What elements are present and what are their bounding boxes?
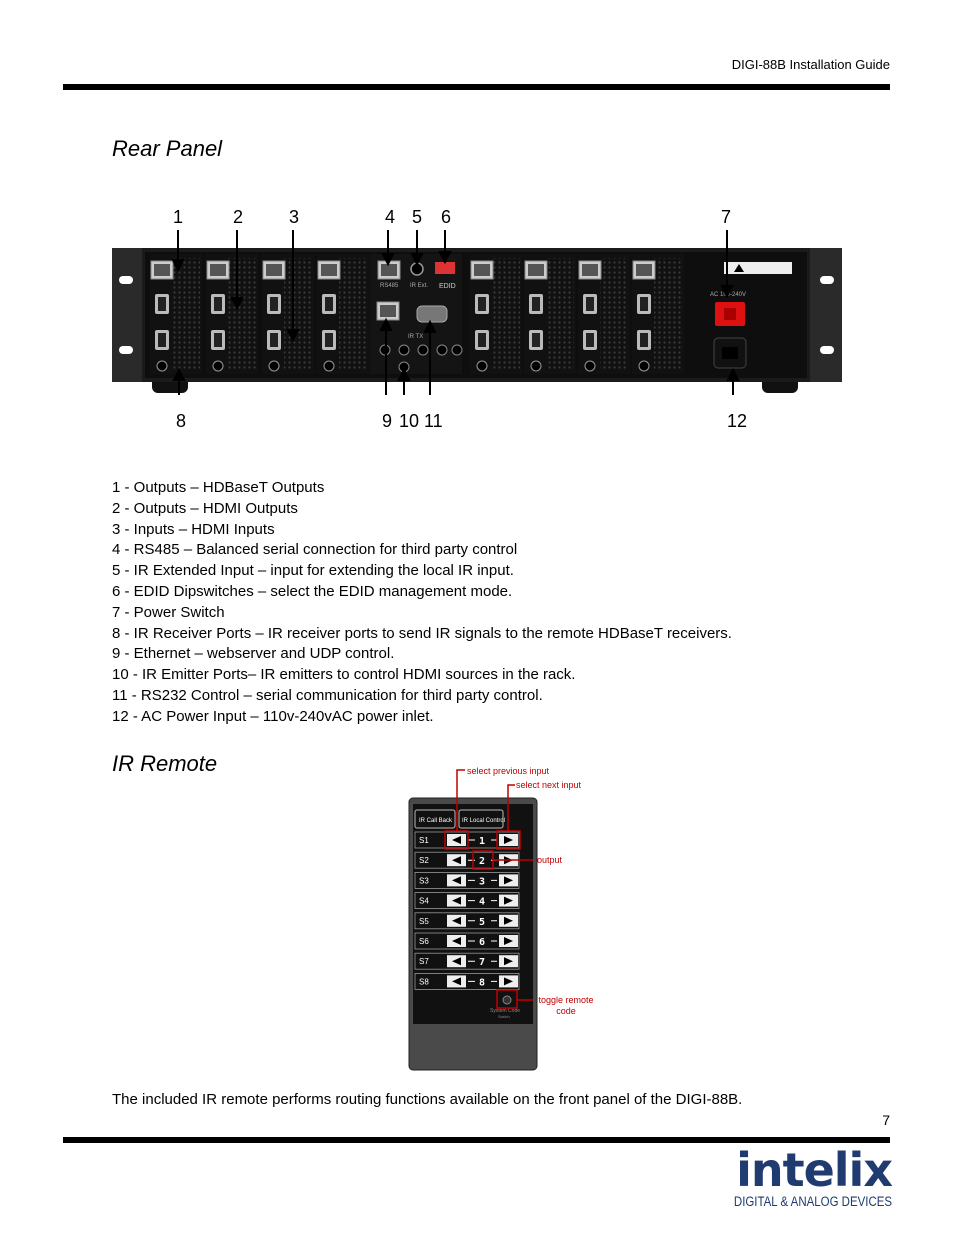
legend-item: 4 - RS485 – Balanced serial connection f… [112, 541, 518, 559]
callout-9: 9 [382, 411, 393, 431]
rear-panel-legend: 1 - Outputs – HDBaseT Outputs 2 - Output… [112, 478, 732, 728]
callout-2: 2 [233, 207, 244, 227]
ir-call-back-button[interactable]: IR Call Back [419, 818, 453, 824]
label-select-next-input: select next input [516, 780, 582, 790]
remote-output-label: S2 [419, 856, 429, 865]
legend-item: 9 - Ethernet – webserver and UDP control… [112, 645, 395, 663]
right-arrow-icon [504, 896, 513, 905]
callout-8: 8 [176, 411, 187, 431]
header-rule [63, 84, 890, 90]
remote-caption: The included IR remote performs routing … [112, 1091, 743, 1108]
legend-item: 7 - Power Switch [112, 603, 225, 621]
callout-4: 4 [385, 207, 396, 227]
page-number: 7 [882, 1112, 890, 1128]
callout-10: 10 [399, 411, 420, 431]
remote-input-number: 5 [479, 917, 485, 928]
rear-panel-illustration: RS485 IR Ext. EDID IR TX AC 100-240V [112, 230, 842, 395]
ir-remote-illustration: IR Call Back IR Local Control S1 1S2 2S3 3S… [408, 769, 538, 1071]
legend-item: 5 - IR Extended Input – input for extend… [112, 562, 514, 580]
remote-output-label: S1 [419, 836, 429, 845]
left-arrow-icon [452, 836, 461, 844]
remote-input-number: 4 [479, 897, 485, 908]
document-title: DIGI-88B Installation Guide [731, 57, 890, 72]
remote-output-label: S7 [419, 957, 429, 966]
callout-7: 7 [721, 207, 732, 227]
callout-5: 5 [412, 207, 423, 227]
label-select-previous-input: select previous input [467, 766, 550, 776]
callout-6: 6 [441, 207, 452, 227]
left-arrow-icon [452, 937, 461, 945]
legend-item: 12 - AC Power Input – 110v-240vAC power … [112, 707, 434, 725]
ir-tx-label: IR TX [408, 334, 423, 340]
remote-input-number: 8 [479, 977, 485, 988]
legend-item: 8 - IR Receiver Ports – IR receiver port… [112, 624, 732, 642]
rs485-label: RS485 [380, 283, 399, 289]
legend-item: 6 - EDID Dipswitches – select the EDID m… [112, 582, 513, 600]
remote-input-number: 6 [479, 937, 485, 948]
logo-wordmark: intelix [736, 1143, 893, 1197]
left-arrow-icon [452, 856, 461, 865]
right-arrow-icon [504, 876, 513, 885]
legend-item: 1 - Outputs – HDBaseT Outputs [112, 479, 325, 496]
legend-item: 3 - Inputs – HDMI Inputs [112, 520, 275, 538]
right-arrow-icon [504, 977, 513, 986]
remote-output-label: S6 [419, 937, 429, 946]
switch-label: Switch [498, 1014, 510, 1019]
ir-ext-label: IR Ext. [410, 283, 428, 289]
label-output: output [537, 855, 563, 865]
right-arrow-icon [504, 937, 513, 945]
left-arrow-icon [452, 876, 461, 885]
left-arrow-icon [452, 957, 461, 966]
remote-input-number: 3 [479, 876, 485, 887]
legend-item: 10 - IR Emitter Ports– IR emitters to co… [112, 666, 576, 684]
left-arrow-icon [452, 977, 461, 986]
callout-11: 11 [424, 411, 443, 431]
remote-output-label: S3 [419, 876, 429, 885]
ir-remote-heading: IR Remote [112, 751, 218, 776]
right-arrow-icon [504, 957, 513, 966]
left-arrow-icon [452, 916, 461, 925]
intelix-logo: intelix DIGITAL & ANALOG DEVICES [706, 1143, 893, 1209]
ir-local-control-button[interactable]: IR Local Control [462, 818, 505, 824]
remote-output-label: S8 [419, 977, 429, 986]
callout-3: 3 [289, 207, 300, 227]
system-code-label: System Code [490, 1008, 520, 1014]
logo-tagline: DIGITAL & ANALOG DEVICES [733, 1194, 892, 1209]
remote-input-number: 1 [479, 836, 485, 847]
rear-panel-heading: Rear Panel [112, 136, 223, 161]
legend-item: 2 - Outputs – HDMI Outputs [112, 499, 298, 517]
legend-item: 11 - RS232 Control – serial communicatio… [112, 686, 543, 704]
remote-output-label: S4 [419, 897, 429, 906]
remote-input-number: 2 [479, 856, 485, 867]
remote-output-label: S5 [419, 917, 429, 926]
label-toggle-remote-code: toggle remote code [538, 995, 594, 1016]
callout-12: 12 [727, 411, 748, 431]
callout-1: 1 [173, 207, 184, 227]
right-arrow-icon [504, 836, 513, 844]
right-arrow-icon [504, 916, 513, 925]
edid-label: EDID [439, 283, 456, 290]
left-arrow-icon [452, 896, 461, 905]
footer-rule [63, 1137, 890, 1143]
remote-input-number: 7 [479, 957, 485, 968]
